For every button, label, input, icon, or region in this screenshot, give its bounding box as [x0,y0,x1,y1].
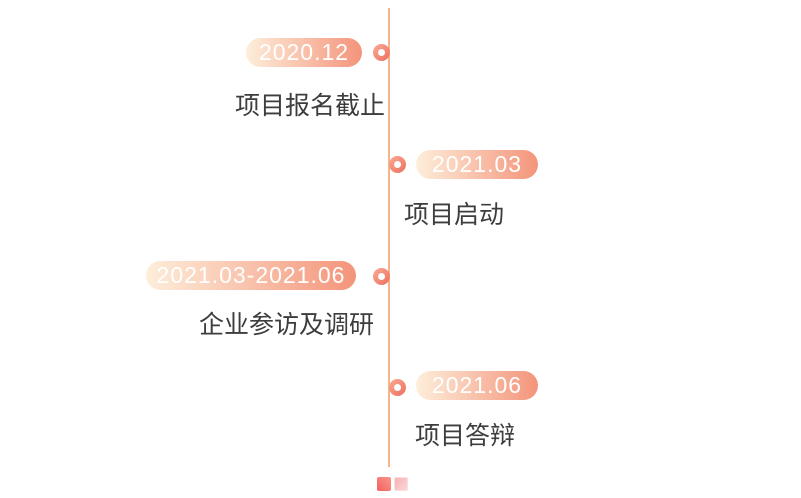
date-badge: 2021.03-2021.06 [146,261,356,290]
indicator-square-inactive-icon [394,477,408,491]
timeline-axis-line [388,8,390,467]
milestone-label: 企业参访及调研 [198,310,374,339]
date-badge: 2020.12 [246,38,362,67]
timeline-node-icon [389,156,406,173]
timeline-node-icon [389,379,406,396]
date-badge: 2021.06 [416,371,538,400]
page-indicator [377,477,408,491]
milestone-label: 项目启动 [404,200,505,229]
indicator-square-active-icon [377,477,391,491]
date-badge: 2021.03 [416,150,538,179]
timeline-node-icon [373,44,390,61]
milestone-label: 项目报名截止 [234,91,385,120]
timeline-node-icon [373,268,390,285]
milestone-label: 项目答辩 [415,421,516,450]
